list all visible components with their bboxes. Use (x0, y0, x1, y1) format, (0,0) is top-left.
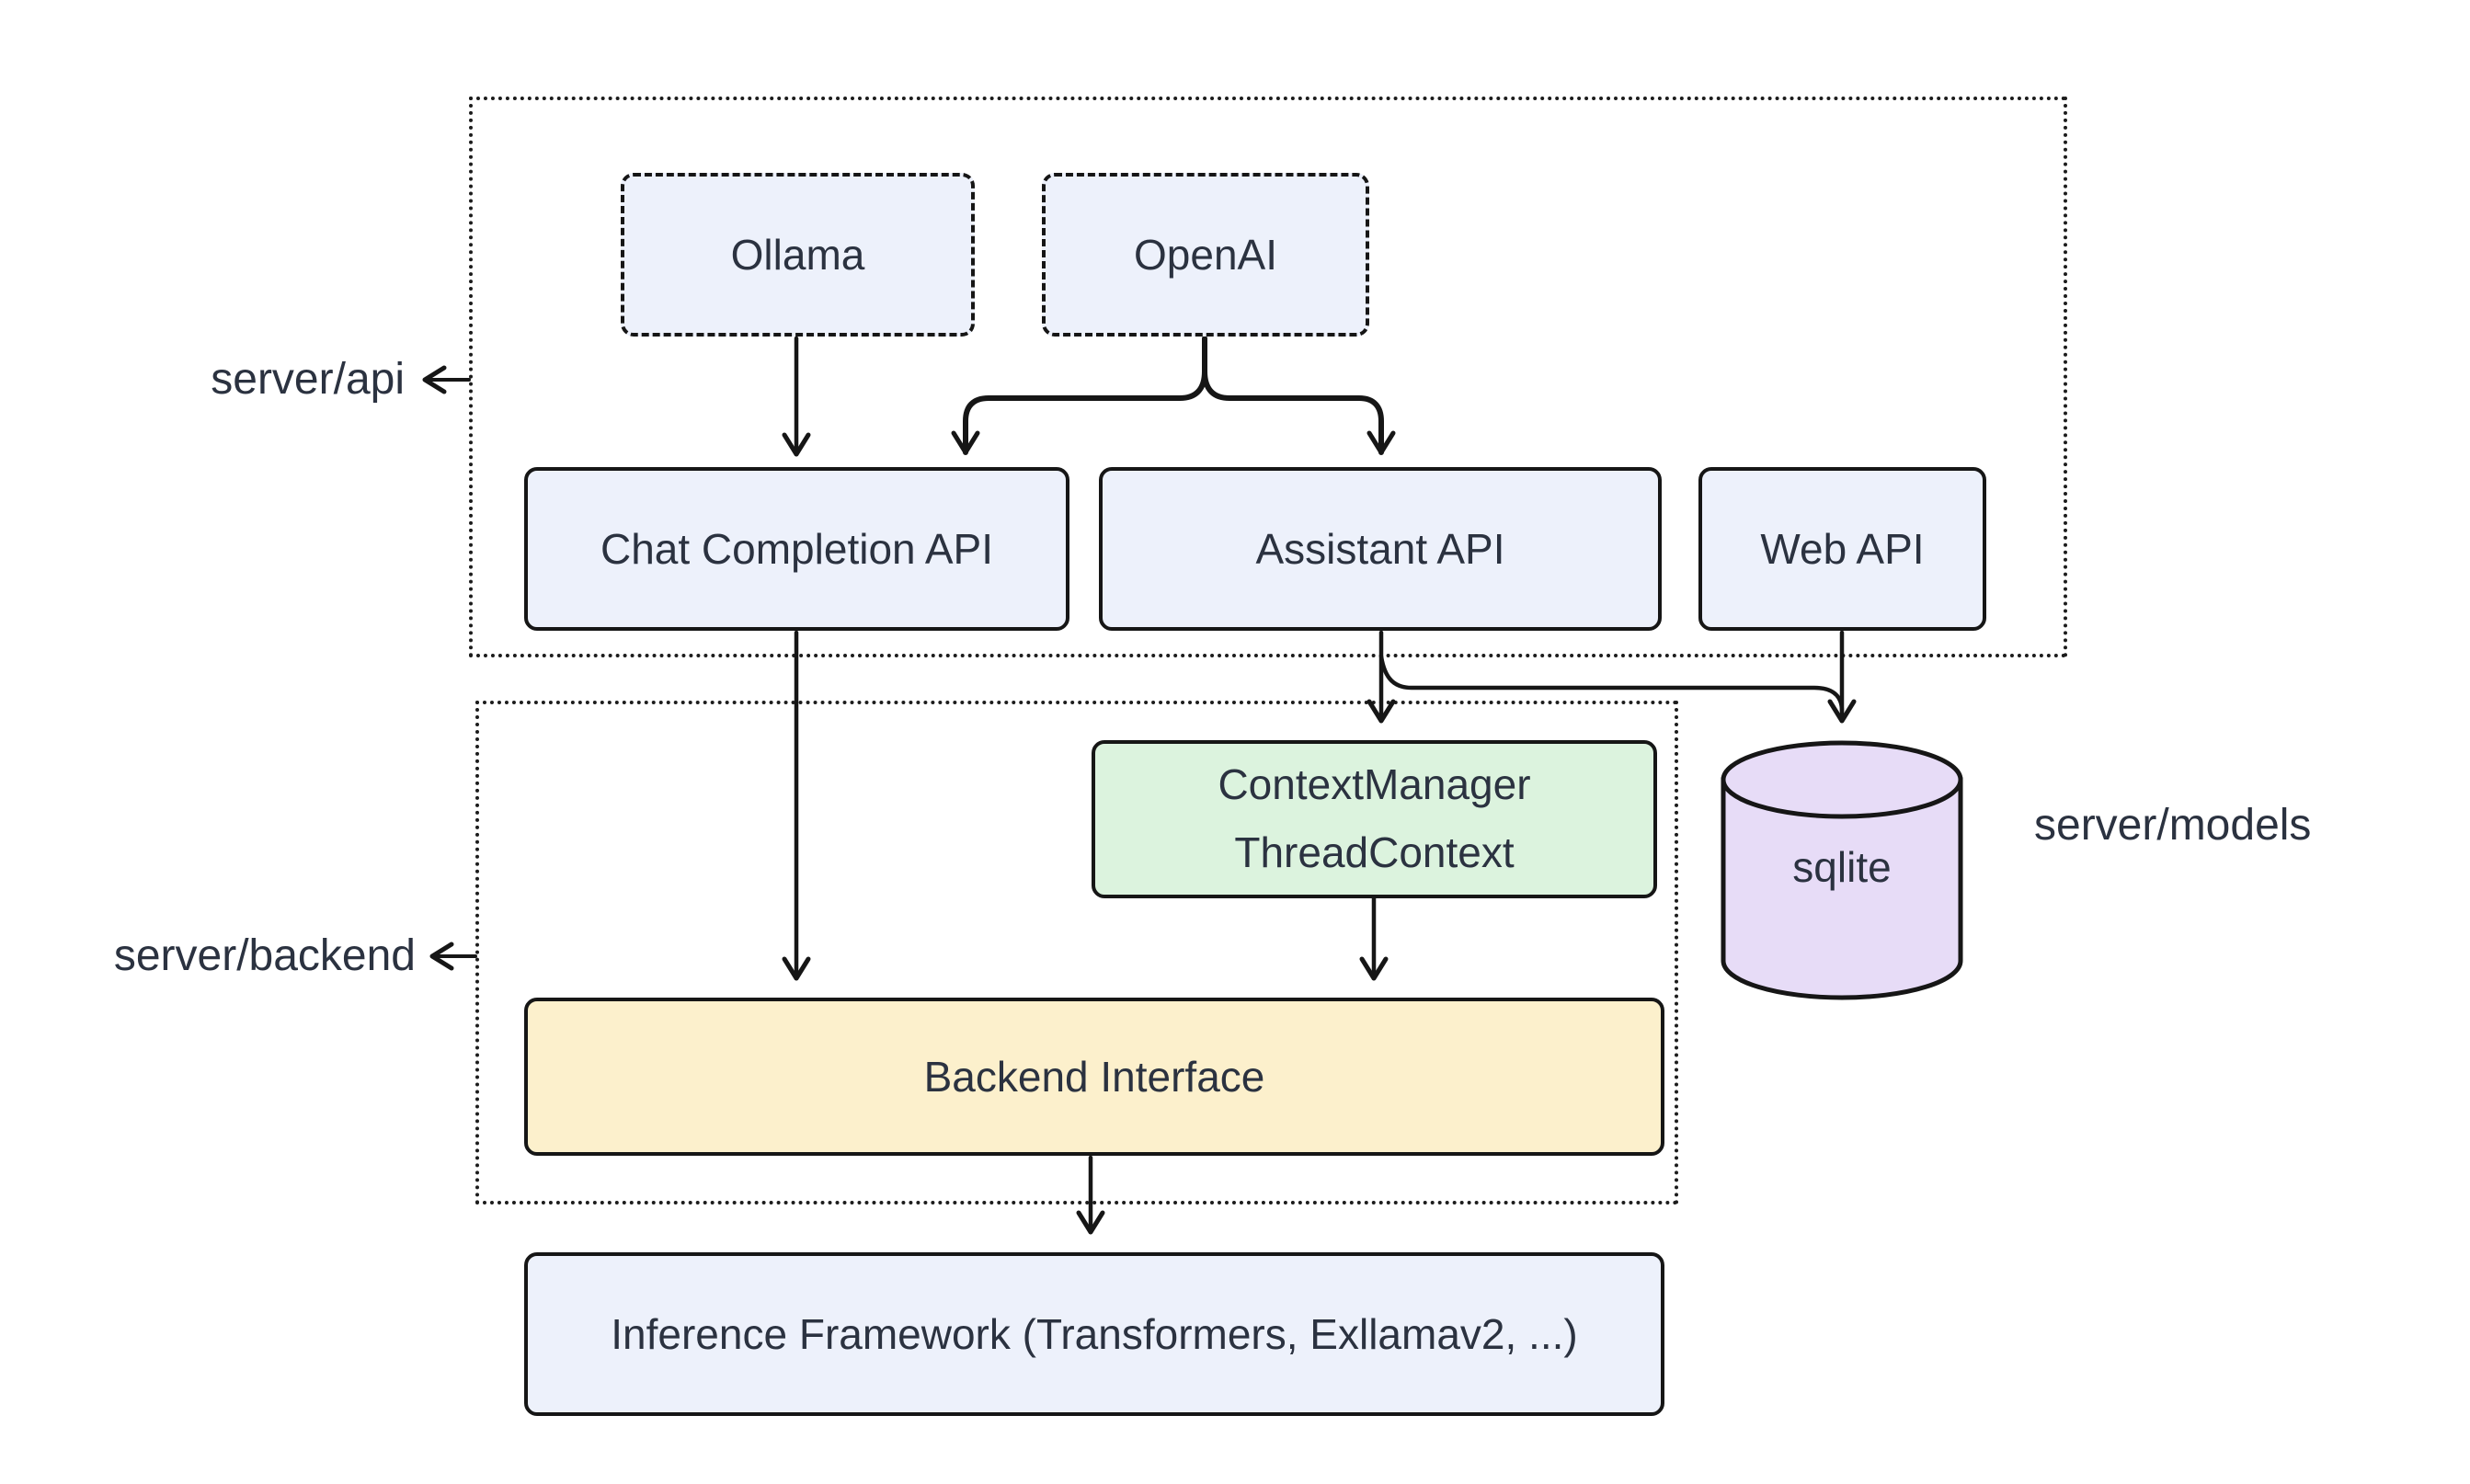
node-backend-interface: Backend Interface (524, 998, 1664, 1156)
node-web-api: Web API (1698, 467, 1986, 631)
node-context-manager-line2: ThreadContext (1234, 828, 1515, 876)
group-label-server-models: server/models (2034, 801, 2312, 850)
node-assistant-api-label: Assistant API (1255, 524, 1505, 573)
node-inference-framework: Inference Framework (Transformers, Exlla… (524, 1252, 1664, 1416)
node-ollama: Ollama (621, 173, 975, 337)
node-backend-interface-label: Backend Interface (923, 1052, 1265, 1101)
node-chat-completion-api: Chat Completion API (524, 467, 1069, 631)
container-server-backend (475, 701, 1678, 1204)
node-openai: OpenAI (1042, 173, 1369, 337)
node-context-manager-line1: ContextManager (1218, 760, 1531, 809)
node-context-manager: ContextManager ThreadContext (1092, 740, 1657, 898)
node-sqlite-label: sqlite (1792, 843, 1892, 891)
node-ollama-label: Ollama (730, 230, 865, 279)
node-assistant-api: Assistant API (1099, 467, 1662, 631)
node-chat-completion-api-label: Chat Completion API (600, 524, 993, 573)
group-label-server-backend: server/backend (113, 931, 416, 980)
container-server-api (469, 97, 2067, 657)
node-inference-framework-label: Inference Framework (Transformers, Exlla… (611, 1309, 1578, 1358)
node-openai-label: OpenAI (1134, 230, 1277, 279)
node-web-api-label: Web API (1760, 524, 1925, 573)
group-label-server-api: server/api (211, 355, 405, 404)
